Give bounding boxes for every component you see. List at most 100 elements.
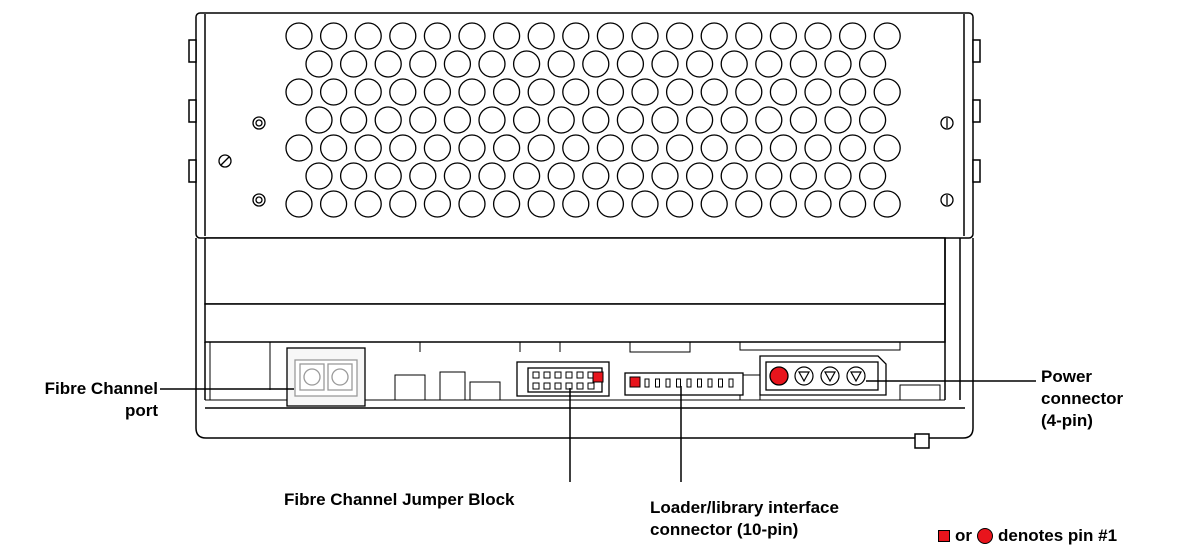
red-circle-icon bbox=[977, 528, 993, 544]
vent-hole bbox=[700, 78, 728, 106]
power-pins bbox=[794, 366, 866, 386]
vent-hole bbox=[443, 106, 472, 134]
vent-hole bbox=[492, 22, 521, 50]
loader-pin bbox=[665, 378, 671, 388]
vent-hole bbox=[562, 190, 590, 218]
vent-hole bbox=[700, 134, 728, 162]
vent-hole bbox=[735, 134, 763, 162]
vent-hole bbox=[285, 78, 313, 106]
vent-hole bbox=[858, 50, 887, 78]
loader-pin bbox=[707, 378, 713, 388]
vent-hole bbox=[305, 162, 333, 190]
screws bbox=[218, 116, 954, 207]
loader-pin1-marker bbox=[629, 376, 641, 388]
vent-hole bbox=[755, 162, 783, 190]
vent-hole bbox=[354, 190, 382, 218]
jumper-pin bbox=[587, 382, 595, 390]
loader-pin bbox=[697, 378, 702, 388]
jumper-pin bbox=[543, 371, 551, 379]
drive-body bbox=[195, 237, 974, 449]
jumper-pin bbox=[565, 382, 573, 390]
vent-hole bbox=[512, 106, 541, 134]
vent-hole bbox=[720, 106, 748, 134]
power-label-line2: connector bbox=[1041, 389, 1124, 408]
vent-hole bbox=[651, 162, 679, 190]
vent-hole bbox=[700, 190, 728, 218]
vent-hole bbox=[339, 162, 368, 190]
vent-hole bbox=[339, 50, 368, 78]
vent-hole bbox=[389, 22, 417, 50]
loader-connector bbox=[624, 372, 744, 396]
vent-hole bbox=[616, 106, 645, 134]
vent-hole bbox=[319, 134, 348, 162]
pin1-legend: or denotes pin #1 bbox=[938, 526, 1117, 546]
vent-hole bbox=[374, 162, 402, 190]
vent-hole bbox=[389, 190, 417, 218]
ventilation-holes bbox=[285, 22, 901, 218]
vent-hole bbox=[527, 22, 555, 50]
vent-hole bbox=[824, 162, 852, 190]
loader-pin bbox=[644, 378, 650, 388]
vent-hole bbox=[285, 190, 313, 218]
power-label-line3: (4-pin) bbox=[1041, 411, 1093, 430]
jumper-pin bbox=[576, 371, 584, 379]
vent-hole bbox=[838, 134, 867, 162]
jumper-block-label: Fibre Channel Jumper Block bbox=[284, 490, 515, 509]
vent-hole bbox=[720, 50, 748, 78]
vent-hole bbox=[873, 78, 901, 106]
vent-hole bbox=[735, 78, 763, 106]
vent-hole bbox=[458, 78, 486, 106]
loader-label-line2: connector (10-pin) bbox=[650, 520, 799, 539]
vent-hole bbox=[582, 106, 610, 134]
vent-hole bbox=[596, 22, 625, 50]
vent-hole bbox=[858, 106, 887, 134]
vent-hole bbox=[512, 50, 541, 78]
vent-hole bbox=[409, 50, 437, 78]
vent-hole bbox=[562, 134, 590, 162]
vent-hole bbox=[804, 134, 832, 162]
vent-hole bbox=[374, 50, 402, 78]
vent-hole bbox=[769, 190, 798, 218]
vent-hole bbox=[423, 134, 452, 162]
vent-hole bbox=[478, 106, 506, 134]
vent-hole bbox=[665, 134, 694, 162]
vent-hole bbox=[769, 134, 798, 162]
vent-hole bbox=[735, 190, 763, 218]
vent-hole bbox=[824, 50, 852, 78]
vent-hole bbox=[616, 50, 645, 78]
leader-lines bbox=[160, 380, 1036, 482]
vent-hole bbox=[547, 162, 575, 190]
vent-hole bbox=[838, 78, 867, 106]
vent-hole bbox=[873, 190, 901, 218]
vent-hole bbox=[720, 162, 748, 190]
vent-hole bbox=[631, 22, 659, 50]
jumper-pin1-marker bbox=[592, 371, 604, 383]
vent-hole bbox=[478, 162, 506, 190]
jumper-pin bbox=[565, 371, 573, 379]
vent-hole bbox=[596, 78, 625, 106]
vent-hole bbox=[339, 106, 368, 134]
vent-hole bbox=[685, 106, 714, 134]
power-pin1-marker bbox=[769, 366, 789, 386]
vent-hole bbox=[804, 190, 832, 218]
vent-hole bbox=[631, 78, 659, 106]
vent-hole bbox=[665, 190, 694, 218]
vent-hole bbox=[562, 22, 590, 50]
vent-hole bbox=[409, 162, 437, 190]
vent-hole bbox=[616, 162, 645, 190]
vent-hole bbox=[685, 50, 714, 78]
vent-hole bbox=[305, 106, 333, 134]
power-connector-label: Power connector (4-pin) bbox=[1041, 366, 1123, 432]
vent-hole bbox=[443, 50, 472, 78]
vent-hole bbox=[354, 22, 382, 50]
loader-pin bbox=[728, 378, 734, 388]
vent-hole bbox=[700, 22, 728, 50]
vent-hole bbox=[305, 50, 333, 78]
vent-hole bbox=[789, 106, 818, 134]
vent-hole bbox=[596, 190, 625, 218]
loader-pin bbox=[655, 378, 660, 388]
vent-hole bbox=[423, 22, 452, 50]
legend-or-text: or bbox=[955, 526, 972, 545]
vent-hole bbox=[873, 134, 901, 162]
jumper-pin bbox=[554, 382, 562, 390]
